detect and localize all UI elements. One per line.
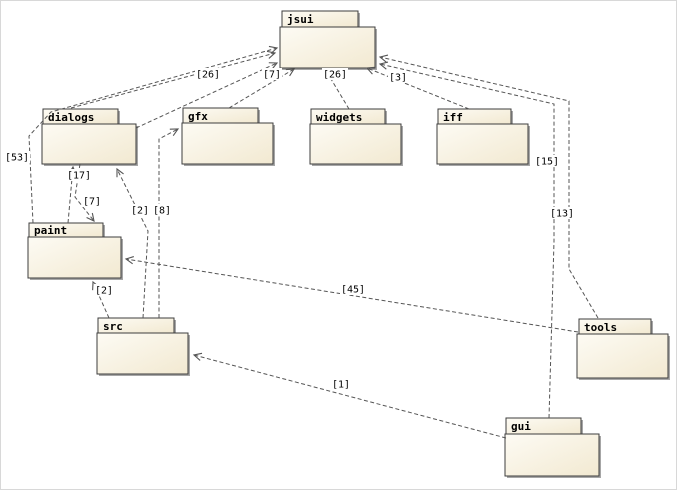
- package-label: paint: [34, 224, 67, 237]
- edge-label-tools-paint: [45]: [340, 283, 366, 296]
- edge-iff-jsui: [365, 66, 470, 110]
- package-label: dialogs: [48, 111, 94, 124]
- edge-tools-jsui: [378, 54, 599, 319]
- package-label: jsui: [287, 13, 314, 26]
- edge-label-bg: [66, 169, 92, 181]
- edge-label-widgets-jsui: [26]: [322, 68, 348, 81]
- edge-label-dialogs-paint: [7]: [82, 195, 102, 208]
- edge-label-text: [3]: [389, 73, 407, 84]
- edge-label-text: [26]: [323, 70, 347, 81]
- package-body: [436, 123, 529, 165]
- edge-label-gui-src: [1]: [331, 378, 351, 391]
- package-label: tools: [584, 321, 617, 334]
- edge-label-text: [15]: [535, 157, 559, 168]
- edge-label-gfx-jsui: [7]: [262, 68, 282, 81]
- package-label: gui: [511, 420, 531, 433]
- edge-dialogs-paint: [74, 163, 95, 222]
- edge-label-bg: [4, 151, 30, 163]
- package-body: [504, 433, 600, 477]
- edge-src-gfx: [158, 128, 180, 318]
- edge-label-bg: [195, 68, 221, 80]
- edge-label-tools-jsui: [13]: [549, 207, 575, 220]
- edge-label-bg: [130, 204, 150, 216]
- package-gfx[interactable]: gfx: [181, 107, 275, 166]
- edge-label-bg: [262, 68, 282, 80]
- edge-label-text: [1]: [332, 380, 350, 391]
- edge-label-bg: [322, 68, 348, 80]
- package-widgets[interactable]: widgets: [309, 108, 403, 166]
- edge-label-text: [26]: [196, 70, 220, 81]
- edge-label-text: [7]: [263, 70, 281, 81]
- edge-label-bg: [331, 378, 351, 390]
- edge-label-text: [7]: [83, 197, 101, 208]
- edge-label-bg: [549, 207, 575, 219]
- edge-label-text: [13]: [550, 209, 574, 220]
- edge-label-text: [17]: [67, 171, 91, 182]
- edge-dialogs-jsui: [70, 50, 277, 109]
- package-label: gfx: [188, 110, 208, 123]
- edge-gui-src: [192, 352, 507, 439]
- edge-label-bg: [534, 155, 560, 167]
- edge-label-src-paint: [2]: [94, 284, 114, 297]
- edge-label-bg: [82, 195, 102, 207]
- package-jsui[interactable]: jsui: [279, 10, 377, 70]
- edge-label-text: [2]: [95, 286, 113, 297]
- edge-label-src-gfx: [8]: [152, 204, 172, 217]
- edge-label-gui-jsui: [15]: [534, 155, 560, 168]
- package-tools[interactable]: tools: [576, 318, 670, 380]
- edge-label-text: [2]: [131, 206, 149, 217]
- edge-paint-jsui: [28, 45, 279, 224]
- edge-label-paint-jsui: [53]: [4, 151, 30, 164]
- edge-label-bg: [152, 204, 172, 216]
- edge-src-dialogs: [116, 167, 149, 319]
- package-label: iff: [443, 111, 463, 124]
- package-body: [96, 332, 189, 375]
- package-label: src: [103, 320, 123, 333]
- package-body: [576, 333, 669, 379]
- package-body: [41, 123, 137, 165]
- edge-label-text: [53]: [5, 153, 29, 164]
- edge-label-bg: [340, 283, 366, 295]
- edge-label-bg: [388, 71, 408, 83]
- package-body: [27, 236, 122, 279]
- package-body: [181, 122, 274, 165]
- package-body: [309, 123, 402, 165]
- edge-gfx-jsui: [228, 68, 296, 109]
- edge-widgets-jsui: [324, 67, 350, 110]
- edge-label-iff-jsui: [3]: [388, 71, 408, 84]
- edge-tools-paint: [124, 256, 579, 333]
- package-paint[interactable]: paint: [27, 222, 123, 280]
- edge-label-text: [8]: [153, 206, 171, 217]
- package-src[interactable]: src: [96, 317, 190, 376]
- edge-label-paint-dialogs: [17]: [66, 169, 92, 182]
- edge-label-text: [45]: [341, 285, 365, 296]
- edge-label-src-dialogs: [2]: [130, 204, 150, 217]
- edge-label-bg: [94, 284, 114, 296]
- package-gui[interactable]: gui: [504, 417, 601, 478]
- package-body: [279, 26, 376, 69]
- package-label: widgets: [316, 111, 362, 124]
- package-iff[interactable]: iff: [436, 108, 530, 166]
- package-dialogs[interactable]: dialogs: [41, 108, 138, 166]
- edge-label-dialogs-jsui: [26]: [195, 68, 221, 81]
- edge-gui-jsui: [378, 61, 555, 419]
